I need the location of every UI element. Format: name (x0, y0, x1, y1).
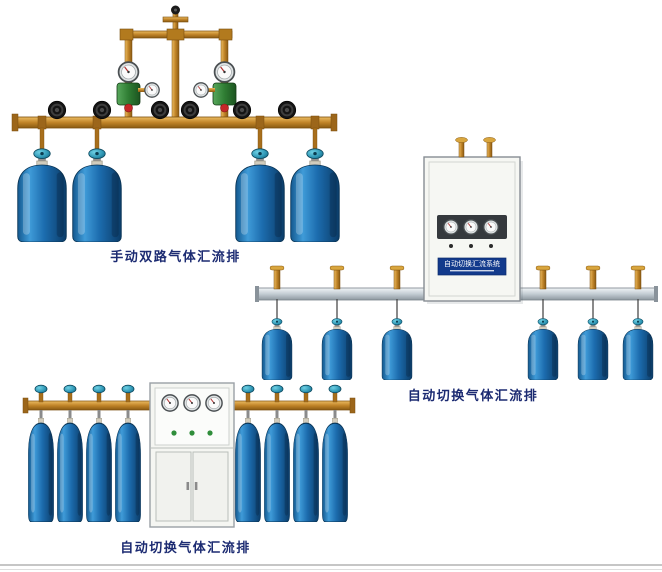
gas-cylinder (73, 149, 122, 242)
door-handle (194, 482, 198, 490)
indicator-light (449, 244, 453, 248)
gas-cylinder (528, 319, 558, 380)
valve-handwheel (92, 100, 112, 120)
bottom-rule-light (0, 569, 662, 570)
valve-handwheel (232, 100, 252, 120)
cabinet-top-valve (455, 137, 468, 143)
manual-dual-manifold-illustration (11, 5, 340, 243)
caption-auto-switch-manifold-bottom: 自动切换气体汇流排 (120, 540, 251, 555)
gas-cylinder (236, 149, 285, 242)
pressure-gauge (117, 61, 140, 83)
valve-handwheel (92, 384, 106, 394)
valve-handwheel (270, 384, 284, 394)
gas-cylinder (57, 418, 82, 522)
control-cabinet (149, 382, 235, 528)
cabinet-door (192, 451, 229, 522)
valve-handwheel (63, 384, 77, 394)
rail-valve-handle (585, 265, 601, 271)
gas-cylinder (578, 319, 608, 380)
auto-switch-wall-manifold-illustration: 自动切换汇流系统 (255, 137, 658, 380)
gas-cylinder (262, 319, 292, 380)
caption-manual-dual-manifold: 手动双路气体汇流排 (110, 249, 241, 264)
pressure-gauge (443, 219, 459, 235)
valve-handwheel (277, 100, 297, 120)
gas-cylinder (115, 418, 140, 522)
pressure-gauge (213, 61, 236, 83)
gas-cylinder (264, 418, 289, 522)
control-cabinet: 自动切换汇流系统 (423, 137, 523, 304)
manifold-pipe (233, 400, 353, 411)
valve-handwheel (328, 384, 342, 394)
pressure-gauge (463, 219, 479, 235)
gas-cylinder (322, 418, 347, 522)
gas-cylinder (322, 319, 352, 380)
valve-handwheel (47, 100, 67, 120)
valve-handwheel (299, 384, 313, 394)
bottom-rule (0, 564, 662, 566)
pressure-gauge (193, 82, 209, 98)
pressure-gauge (483, 219, 499, 235)
gas-cylinder (291, 149, 340, 242)
indicator-light (489, 244, 493, 248)
rail-valve-handle (329, 265, 345, 271)
valve-handwheel (34, 384, 48, 394)
rail-valve-handle (269, 265, 285, 271)
indicator-light (189, 430, 195, 436)
caption-auto-switch-manifold-right: 自动切换气体汇流排 (407, 388, 539, 403)
valve-handwheel (241, 384, 255, 394)
gas-cylinder (86, 418, 111, 522)
manifold-pipe (25, 400, 153, 411)
gas-cylinder (293, 418, 318, 522)
cabinet-plate-text: 自动切换汇流系统 (444, 259, 500, 268)
cabinet-top-valve (483, 137, 496, 143)
pressure-gauge (183, 394, 201, 412)
pressure-regulator-left (116, 61, 160, 119)
pressure-gauge (144, 82, 160, 98)
pressure-gauge (161, 394, 179, 412)
gas-cylinder (18, 149, 67, 242)
gas-cylinder (382, 319, 412, 380)
rail-valve-handle (630, 265, 646, 271)
pressure-regulator-right (193, 61, 237, 119)
gas-cylinder (235, 418, 260, 522)
valve-handwheel (121, 384, 135, 394)
rail-valve-handle (389, 265, 405, 271)
auto-switch-cabinet-manifold-illustration (22, 382, 356, 528)
door-handle (186, 482, 190, 490)
gas-cylinder (623, 319, 653, 380)
valve-handwheel (150, 100, 170, 120)
pressure-gauge (205, 394, 223, 412)
indicator-light (207, 430, 213, 436)
valve-handwheel (180, 100, 200, 120)
indicator-light (469, 244, 473, 248)
cabinet-door (155, 451, 192, 522)
gas-cylinder (28, 418, 53, 522)
rail-valve-handle (535, 265, 551, 271)
indicator-light (171, 430, 177, 436)
